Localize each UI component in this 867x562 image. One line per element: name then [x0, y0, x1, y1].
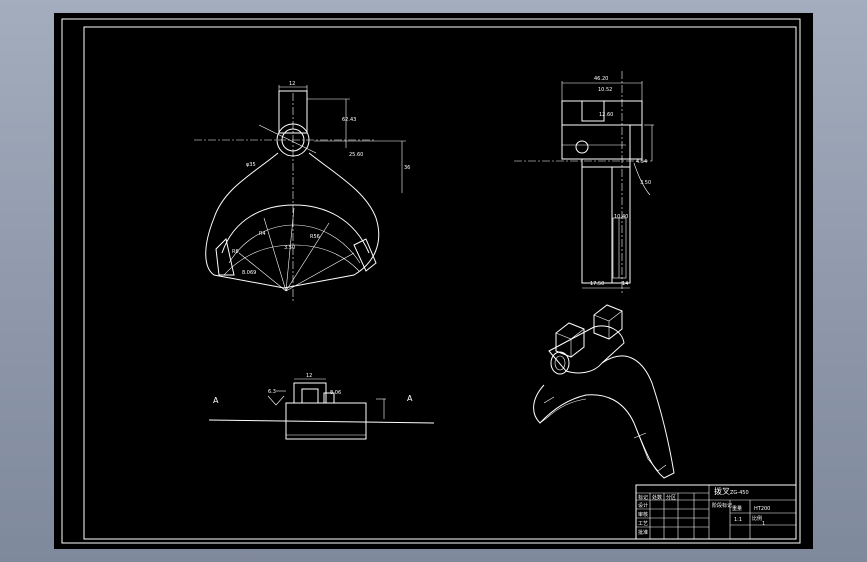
dim-bore: φ35	[246, 162, 256, 168]
tb-cell-3: 设计	[638, 502, 648, 509]
section-view: 6.3 12 8.06 A A	[208, 373, 435, 440]
section-label-left: A	[213, 396, 219, 405]
inner-border	[83, 26, 797, 540]
tb-cell-4: 审核	[638, 511, 648, 518]
title-material: HT200	[754, 506, 770, 512]
title-drawing-no: ZG-450	[730, 490, 749, 496]
side-view: 46.20 10.52 12.60 17.50 10.40 14 3.50 4.…	[514, 71, 654, 293]
tb-cell-8: 重量	[732, 505, 742, 512]
dim-side-offset: 3.50	[640, 180, 651, 186]
tb-cell-2: 分区	[666, 494, 676, 501]
tb-cell-6: 批准	[638, 529, 648, 536]
drawing-canvas: 12 62.43 25.60 36 φ35 R56 R4 R6 3.50 8.0…	[61, 18, 801, 544]
tb-cell-5: 工艺	[638, 521, 648, 527]
tb-cell-1: 处数	[652, 494, 662, 501]
title-part-name: 拨叉	[714, 486, 730, 496]
dim-r6: R6	[232, 249, 239, 255]
title-scale: 1:1	[734, 517, 742, 523]
dim-slot-width: 10.52	[598, 87, 612, 93]
dim-arm-width: 17.50	[590, 281, 604, 287]
dim-offset: 36	[404, 165, 410, 171]
isometric-view	[533, 304, 675, 479]
tb-cell-9: 比例	[752, 515, 762, 522]
dim-hub-height: 62.43	[342, 117, 356, 123]
dim-side-width: 46.20	[594, 76, 608, 82]
tb-cell-7: 阶段标记	[712, 502, 732, 509]
dim-angle: 25.60	[349, 152, 363, 158]
tb-cell-0: 标记	[638, 494, 648, 501]
section-label-right: A	[407, 394, 413, 403]
outer-border	[61, 18, 801, 544]
title-block: 拨叉 ZG-450 HT200 1:1 1 标记 处数 分区 设计 审核 工艺 …	[635, 484, 797, 540]
dim-outer-radius: R56	[310, 234, 320, 240]
title-sheet: 1	[762, 521, 765, 527]
dim-r4: R4	[259, 231, 266, 237]
dim-section: 8.06	[330, 390, 341, 396]
dim-r-center: 3.50	[284, 245, 295, 251]
dim-side-small: 4.54	[636, 159, 647, 165]
drawing-sheet: 12 62.43 25.60 36 φ35 R56 R4 R6 3.50 8.0…	[54, 13, 813, 549]
dim-arm-slot: 10.40	[614, 214, 628, 220]
dim-boss: 12	[306, 373, 312, 379]
dim-slot-depth: 12.60	[599, 112, 613, 118]
dim-hub-width: 12	[289, 81, 295, 87]
dim-arm-thick: 14	[622, 281, 628, 287]
front-view: 12 62.43 25.60 36 φ35 R56 R4 R6 3.50 8.0…	[194, 81, 410, 303]
dim-roughness: 6.3	[268, 389, 276, 395]
dim-slot: 8.069	[242, 270, 256, 276]
